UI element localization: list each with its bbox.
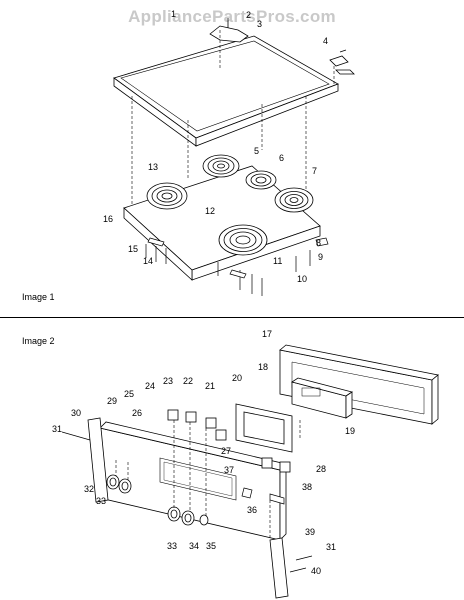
- part-number-label: 31: [326, 542, 336, 552]
- right-end-cap: [269, 537, 289, 599]
- cooktop-glass: [113, 35, 339, 147]
- part-number-label: 15: [128, 244, 138, 254]
- part-number-label: 30: [71, 408, 81, 418]
- surface-element-right-rear: [245, 170, 277, 190]
- part-number-label: 2: [246, 10, 251, 20]
- part-number-label: 21: [205, 381, 215, 391]
- part-number-label: 22: [183, 376, 193, 386]
- part-number-label: 6: [279, 153, 284, 163]
- part-number-label: 3: [257, 19, 262, 29]
- part-number-label: 10: [297, 274, 307, 284]
- part-number-label: 40: [311, 566, 321, 576]
- part-number-label: 26: [132, 408, 142, 418]
- part-number-label: 13: [148, 162, 158, 172]
- part-number-label: 31: [52, 424, 62, 434]
- part-number-label: 9: [318, 252, 323, 262]
- display-bracket: [235, 403, 293, 453]
- part-number-label: 16: [103, 214, 113, 224]
- part-number-label: 18: [258, 362, 268, 372]
- surface-element-right-front: [274, 187, 314, 213]
- control-knobs: [106, 474, 209, 526]
- part-number-label: 14: [143, 256, 153, 266]
- surface-element-left-rear: [146, 182, 188, 210]
- image-1-label: Image 1: [22, 292, 55, 302]
- clock-control-board: [291, 377, 353, 419]
- image-2-label: Image 2: [22, 336, 55, 346]
- hinge-bracket: [209, 18, 249, 43]
- burner-support-frame: [123, 165, 321, 281]
- part-number-label: 28: [316, 464, 326, 474]
- part-number-label: 38: [302, 482, 312, 492]
- part-number-label: 5: [254, 146, 259, 156]
- section-divider: [0, 317, 464, 318]
- part-number-label: 19: [345, 426, 355, 436]
- part-number-label: 27: [221, 446, 231, 456]
- part-number-label: 7: [312, 166, 317, 176]
- watermark: AppliancePartsPros.com: [128, 7, 336, 26]
- part-number-label: 32: [84, 484, 94, 494]
- part-number-label: 8: [316, 238, 321, 248]
- left-end-cap: [87, 417, 109, 503]
- part-number-label: 11: [273, 256, 282, 266]
- part-number-label: 24: [145, 381, 155, 391]
- part-number-label: 25: [124, 389, 134, 399]
- part-number-label: 33: [96, 496, 106, 506]
- part-number-label: 1: [171, 9, 176, 19]
- surface-element-center-rear: [202, 154, 240, 178]
- part-number-label: 37: [224, 465, 234, 475]
- surface-element-large-front: [218, 224, 268, 256]
- part-number-label: 20: [232, 373, 242, 383]
- backguard-rear-panel: [279, 344, 439, 425]
- part-number-label: 29: [107, 396, 117, 406]
- part-number-label: 34: [189, 541, 199, 551]
- part-number-label: 33: [167, 541, 177, 551]
- part-number-label: 39: [305, 527, 315, 537]
- part-number-label: 4: [323, 36, 328, 46]
- trim-clip: [329, 49, 355, 75]
- part-number-label: 12: [205, 206, 215, 216]
- part-number-label: 23: [163, 376, 173, 386]
- infinite-switches: [167, 409, 291, 473]
- part-number-label: 36: [247, 505, 257, 515]
- part-number-label: 17: [262, 329, 272, 339]
- part-number-label: 35: [206, 541, 216, 551]
